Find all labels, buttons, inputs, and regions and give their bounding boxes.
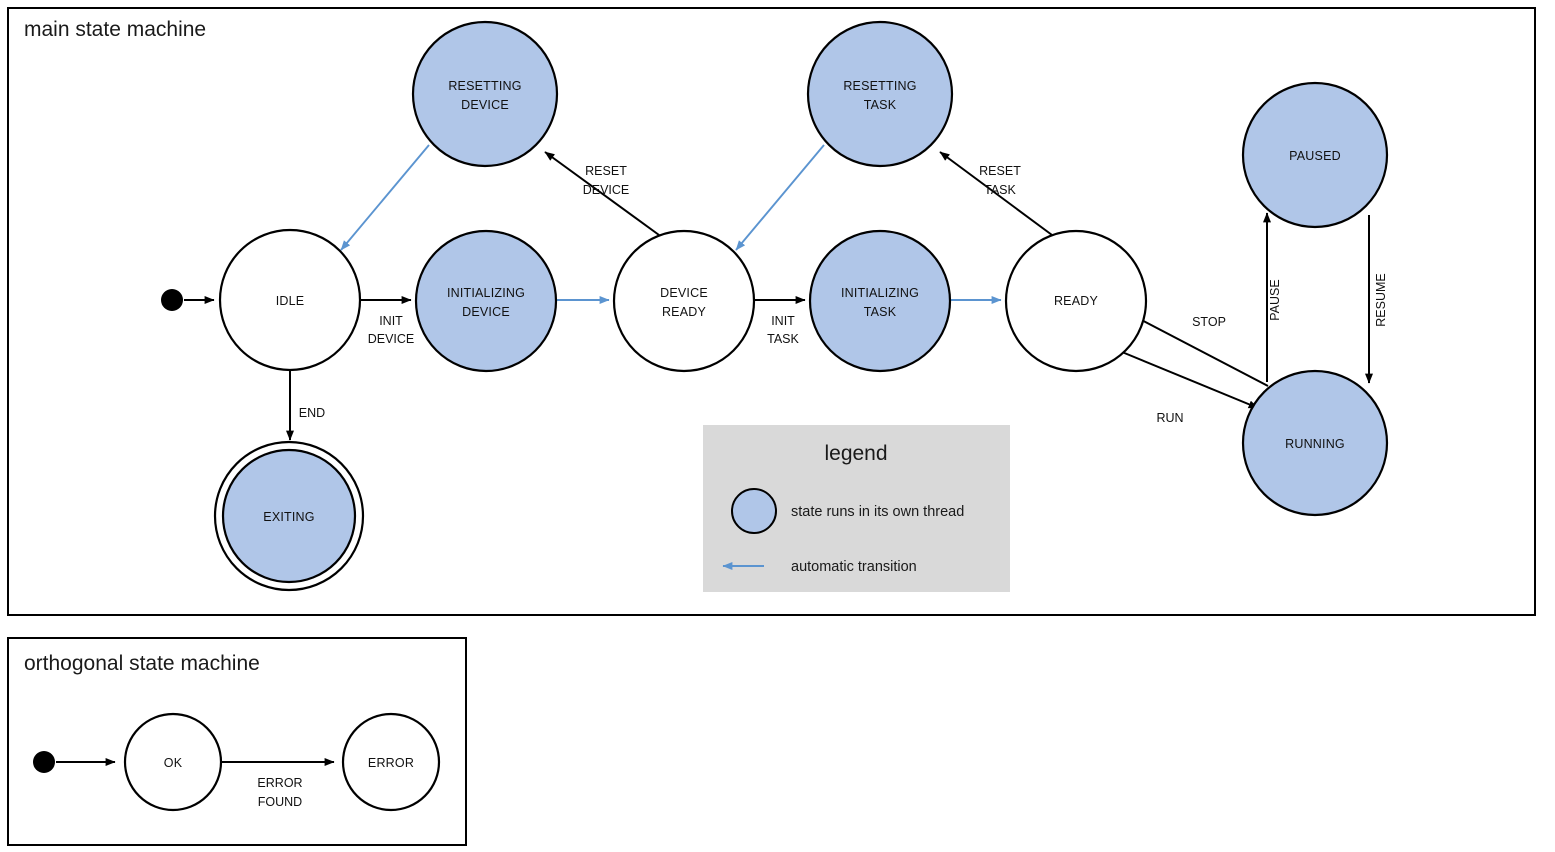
state-node-running[interactable]: RUNNING: [1241, 369, 1389, 517]
state-label-device-ready-2: READY: [662, 305, 707, 319]
main-frame: [7, 7, 1536, 616]
state-label-initializing-task-1: INITIALIZING: [841, 286, 919, 300]
state-label-error: ERROR: [368, 756, 414, 770]
legend-item-label-threaded-state: state runs in its own thread: [791, 504, 964, 520]
state-label-initializing-device-2: DEVICE: [462, 305, 510, 319]
legend-threaded-state-icon: [731, 488, 777, 534]
legend: legend state runs in its own thread auto…: [703, 425, 1010, 592]
transition-label-error-found-2: FOUND: [258, 795, 302, 809]
transition-resetting-device-to-idle: [340, 144, 430, 251]
state-node-ready[interactable]: READY: [1004, 229, 1148, 373]
state-node-ok[interactable]: OK: [123, 712, 223, 812]
orthogonal-frame-title: orthogonal state machine: [24, 652, 260, 675]
state-node-initializing-device[interactable]: INITIALIZING DEVICE: [414, 229, 558, 373]
transition-label-pause: PAUSE: [1268, 279, 1282, 320]
orthogonal-frame: [7, 637, 467, 846]
transition-label-init-device-2: DEVICE: [368, 332, 415, 346]
main-frame-title: main state machine: [24, 18, 206, 41]
state-label-running: RUNNING: [1285, 437, 1345, 451]
legend-title: legend: [824, 442, 887, 465]
transition-label-reset-device-1: RESET: [585, 164, 627, 178]
state-label-resetting-device-2: DEVICE: [461, 98, 509, 112]
transition-label-resume: RESUME: [1374, 273, 1388, 326]
transition-resetting-task-to-device-ready: [735, 144, 825, 251]
state-node-resetting-task[interactable]: RESETTING TASK: [806, 20, 954, 168]
transition-label-init-task-2: TASK: [767, 332, 799, 346]
state-label-ready: READY: [1054, 294, 1099, 308]
state-label-exiting: EXITING: [263, 510, 314, 524]
legend-item-label-auto-transition: automatic transition: [791, 559, 917, 575]
transition-label-end: END: [299, 406, 325, 420]
state-label-resetting-task-1: RESETTING: [843, 79, 916, 93]
state-label-idle: IDLE: [276, 294, 305, 308]
transition-device-ready-to-resetting-device: [544, 151, 660, 236]
transition-label-run: RUN: [1156, 411, 1183, 425]
state-label-paused: PAUSED: [1289, 149, 1341, 163]
transition-label-reset-task-1: RESET: [979, 164, 1021, 178]
state-node-initializing-task[interactable]: INITIALIZING TASK: [808, 229, 952, 373]
orthogonal-initial-state-marker: [33, 751, 55, 773]
transition-label-error-found-1: ERROR: [257, 776, 302, 790]
transition-label-reset-device-2: DEVICE: [583, 183, 630, 197]
transition-label-init-task-1: INIT: [771, 314, 795, 328]
state-node-exiting[interactable]: EXITING: [213, 440, 365, 592]
state-label-resetting-task-2: TASK: [864, 98, 897, 112]
transition-label-init-device-1: INIT: [379, 314, 403, 328]
state-label-device-ready-1: DEVICE: [660, 286, 708, 300]
transition-running-to-ready: [1133, 315, 1269, 387]
transition-ready-to-resetting-task: [939, 151, 1053, 236]
state-node-resetting-device[interactable]: RESETTING DEVICE: [411, 20, 559, 168]
initial-state-marker: [161, 289, 183, 311]
state-node-device-ready[interactable]: DEVICE READY: [612, 229, 756, 373]
state-node-error[interactable]: ERROR: [341, 712, 441, 812]
state-label-resetting-device-1: RESETTING: [448, 79, 521, 93]
state-label-initializing-device-1: INITIALIZING: [447, 286, 525, 300]
state-label-ok: OK: [164, 756, 183, 770]
state-node-idle[interactable]: IDLE: [218, 228, 362, 372]
transition-ready-to-running: [1121, 351, 1259, 409]
transition-label-reset-task-2: TASK: [984, 183, 1016, 197]
transition-label-stop: STOP: [1192, 315, 1226, 329]
state-node-paused[interactable]: PAUSED: [1241, 81, 1389, 229]
state-label-initializing-task-2: TASK: [864, 305, 897, 319]
